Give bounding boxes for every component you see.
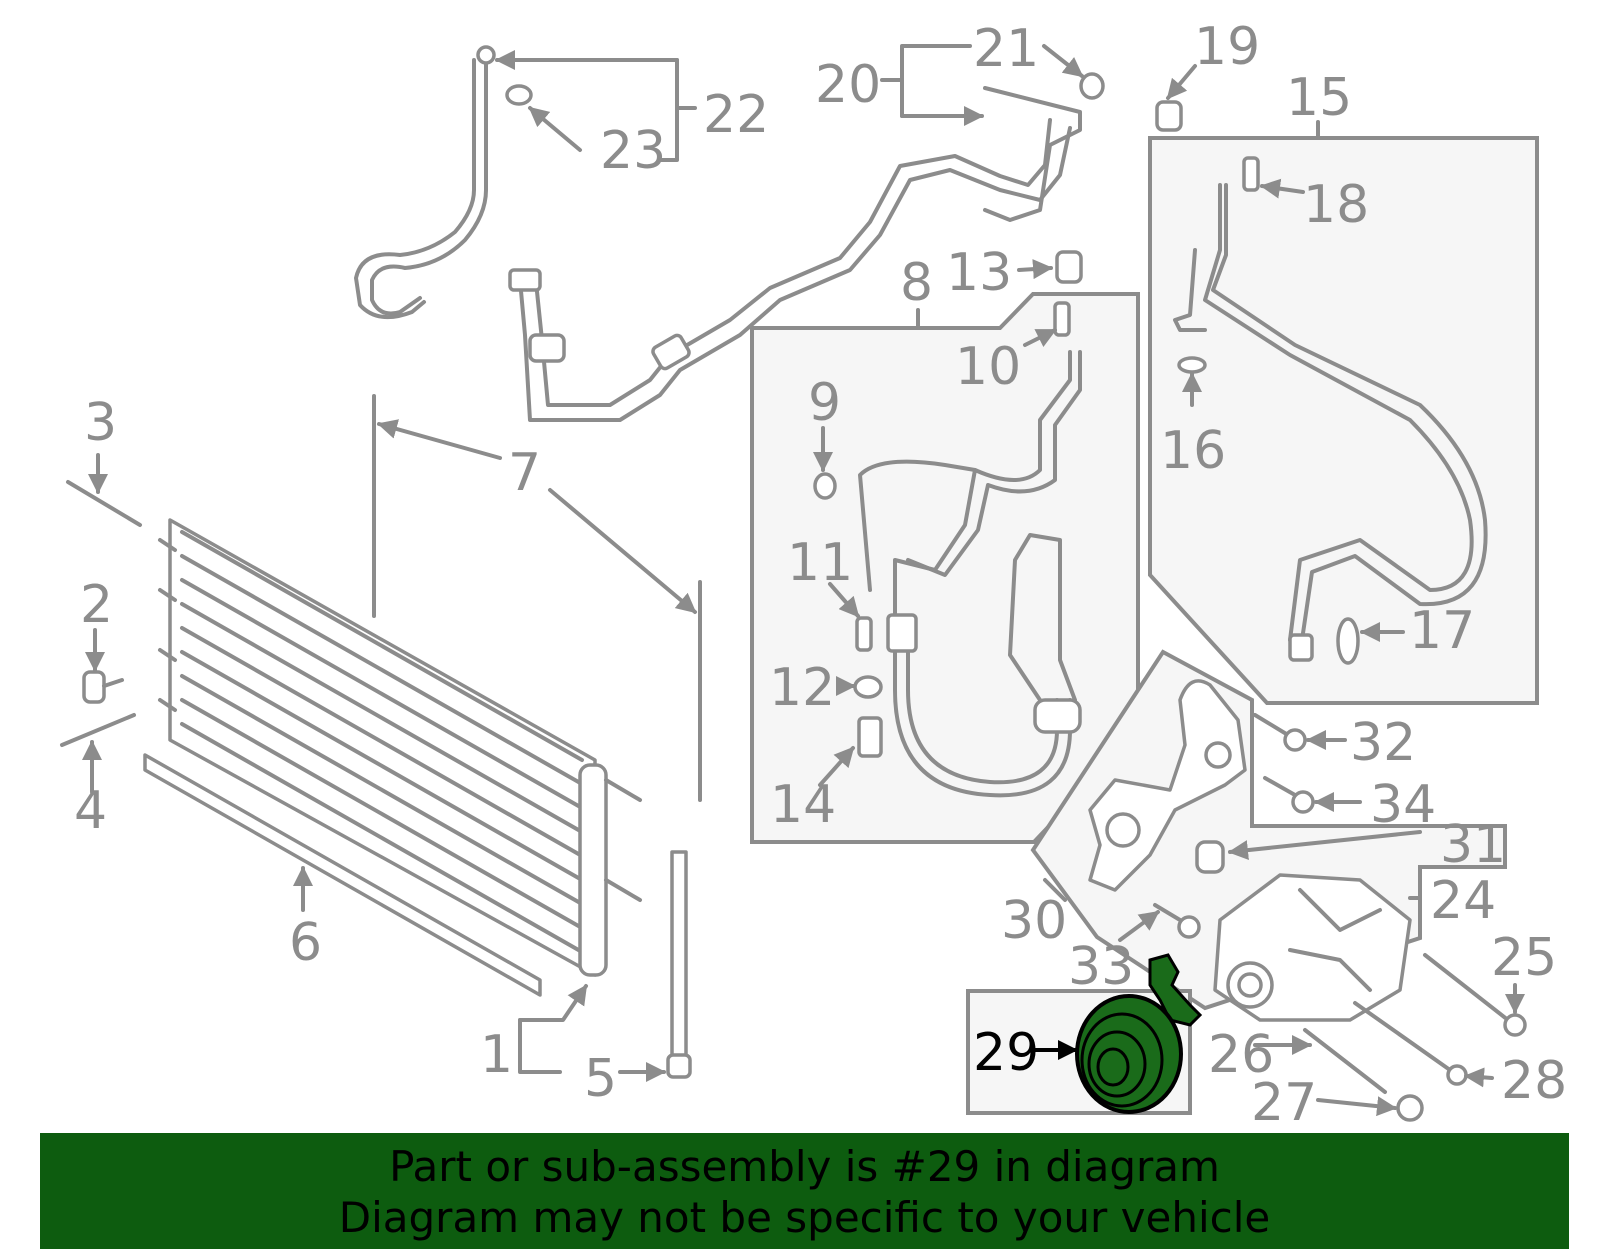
condenser — [158, 518, 642, 977]
banner-line-2: Diagram may not be specific to your vehi… — [338, 1193, 1271, 1242]
callout-18: 18 — [1303, 175, 1369, 235]
gasket-17 — [1336, 617, 1360, 665]
compressor-24 — [1213, 873, 1412, 1022]
callout-17: 17 — [1409, 601, 1475, 661]
callout-4: 4 — [74, 781, 107, 841]
bolt-25 — [1423, 953, 1510, 1022]
cap-19 — [1155, 100, 1183, 132]
callout-16: 16 — [1160, 421, 1226, 481]
callout-8: 8 — [900, 253, 933, 313]
rod-4 — [60, 713, 136, 747]
callout-labels: 1 2 3 4 5 6 7 8 9 10 11 12 13 14 15 16 1… — [74, 17, 1567, 1133]
callout-2: 2 — [80, 575, 113, 635]
callout-5: 5 — [584, 1049, 617, 1109]
leader-lines — [82, 44, 1525, 1117]
callout-26: 26 — [1208, 1025, 1274, 1085]
drier-5 — [666, 850, 692, 1079]
callout-31: 31 — [1440, 815, 1506, 875]
callout-10: 10 — [955, 337, 1021, 397]
banner-line-1: Part or sub-assembly is #29 in diagram — [389, 1142, 1220, 1191]
bolt-28-head — [1446, 1064, 1468, 1086]
bolt-34-head — [1291, 790, 1315, 814]
callout-20: 20 — [815, 55, 881, 115]
hose-15-assembly — [1173, 156, 1488, 662]
callout-19: 19 — [1194, 17, 1260, 77]
nut-27 — [1396, 1094, 1424, 1122]
bolt-33-head — [1177, 915, 1201, 939]
bolt-33 — [1153, 903, 1182, 922]
callout-1: 1 — [480, 1025, 513, 1085]
stud-26 — [1303, 1028, 1387, 1094]
callout-32: 32 — [1350, 713, 1416, 773]
o-ring-9 — [813, 472, 837, 500]
info-banner: Part or sub-assembly is #29 in diagram D… — [40, 1133, 1569, 1249]
bolt-25-head — [1503, 1013, 1527, 1037]
bolt-28 — [1353, 1001, 1452, 1072]
callout-3: 3 — [84, 393, 117, 453]
callout-14: 14 — [770, 775, 836, 835]
ac-hose-assembly — [354, 45, 1082, 422]
rod-3 — [66, 480, 142, 527]
seal-strip-6 — [143, 753, 542, 997]
callout-9: 9 — [808, 373, 841, 433]
bolt-2 — [82, 670, 124, 704]
o-ring-16 — [1177, 356, 1207, 374]
o-ring-12 — [853, 675, 883, 699]
cap-13 — [1055, 250, 1083, 284]
callout-33: 33 — [1068, 937, 1134, 997]
bolt-32-head — [1283, 728, 1307, 752]
callout-29: 29 — [973, 1023, 1039, 1083]
callout-13: 13 — [946, 243, 1012, 303]
mount-bracket-30 — [1088, 679, 1247, 892]
group-box-15 — [1148, 136, 1539, 705]
callout-7: 7 — [508, 443, 541, 503]
compressor-clutch-29 — [1075, 953, 1203, 1114]
o-ring-23 — [505, 84, 533, 106]
callout-11: 11 — [787, 533, 853, 593]
valve-11 — [855, 616, 873, 652]
callout-28: 28 — [1501, 1051, 1567, 1111]
bushing-31 — [1195, 840, 1225, 874]
callout-30: 30 — [1001, 891, 1067, 951]
callout-21: 21 — [973, 19, 1039, 79]
callout-6: 6 — [289, 913, 322, 973]
callout-15: 15 — [1286, 68, 1352, 128]
o-ring-21 — [1079, 72, 1105, 100]
callout-34: 34 — [1370, 775, 1436, 835]
hose-8-assembly — [858, 350, 1082, 798]
callout-27: 27 — [1251, 1073, 1317, 1133]
callout-12: 12 — [769, 658, 835, 718]
callout-23: 23 — [600, 121, 666, 181]
bolt-32 — [1253, 713, 1290, 737]
sensor-14 — [857, 716, 883, 758]
callout-22: 22 — [703, 85, 769, 145]
callout-25: 25 — [1491, 928, 1557, 988]
valve-10 — [1053, 301, 1071, 337]
callout-24: 24 — [1430, 871, 1496, 931]
bolt-34 — [1263, 776, 1297, 797]
